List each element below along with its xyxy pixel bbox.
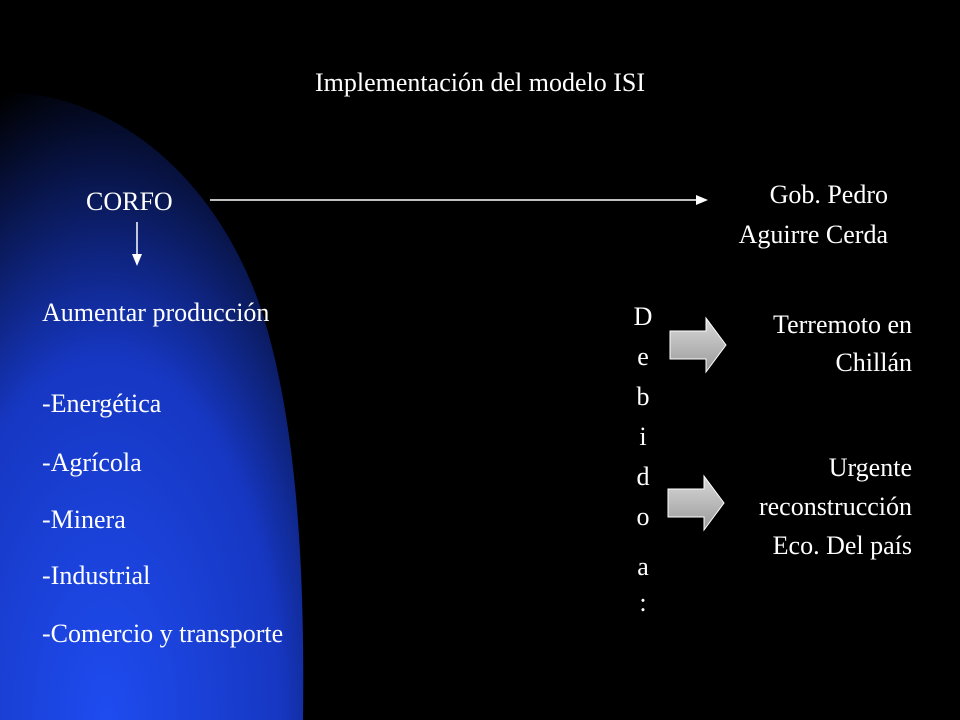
blue-curve-panel	[0, 92, 304, 720]
debido-letter: d	[636, 462, 650, 491]
sector-item: -Industrial	[42, 561, 151, 590]
sector-item: -Comercio y transporte	[42, 619, 284, 648]
urgente-line-1: Urgente	[828, 453, 912, 482]
gobierno-line-1: Gob. Pedro	[769, 180, 888, 209]
debido-letter: a	[637, 552, 649, 581]
arrow-corfo-down	[132, 222, 142, 266]
block-arrow-urgente	[667, 474, 725, 532]
corfo-label: CORFO	[86, 187, 173, 216]
slide-title: Implementación del modelo ISI	[315, 68, 645, 97]
urgente-line-3: Eco. Del país	[772, 531, 912, 560]
debido-letter: :	[639, 588, 647, 617]
debido-letter: o	[636, 502, 650, 531]
arrow-corfo-to-gobierno	[210, 195, 708, 205]
debido-letter: D	[633, 302, 653, 331]
debido-letter: i	[639, 422, 647, 451]
gobierno-line-2: Aguirre Cerda	[738, 220, 888, 249]
sector-item: -Minera	[42, 505, 126, 534]
sector-item: -Agrícola	[42, 448, 142, 477]
terremoto-line-1: Terremoto en	[773, 310, 912, 339]
urgente-line-2: reconstrucción	[758, 492, 912, 521]
terremoto-line-2: Chillán	[835, 348, 912, 377]
sector-item: -Energética	[42, 389, 162, 418]
debido-a-vertical-text: D e b i d o a :	[620, 304, 666, 630]
debido-letter: b	[636, 382, 650, 411]
debido-letter: e	[637, 342, 649, 371]
aumentar-produccion-label: Aumentar producción	[42, 298, 270, 327]
block-arrow-terremoto	[669, 316, 727, 374]
